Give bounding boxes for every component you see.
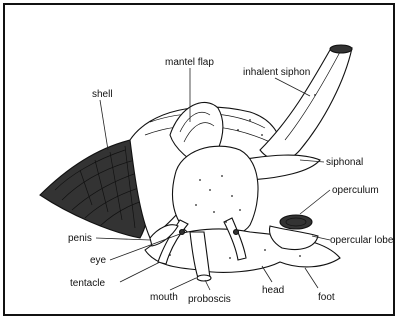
eye-dot	[180, 230, 185, 235]
label-eye: eye	[90, 255, 107, 266]
label-proboscis: proboscis	[188, 294, 231, 305]
label-inhalent-siphon: inhalent siphon	[243, 67, 310, 78]
label-shell: shell	[92, 89, 113, 100]
operculum-shape	[280, 215, 312, 229]
label-foot: foot	[318, 292, 335, 303]
label-operculum: operculum	[332, 185, 379, 196]
whelk-illustration	[40, 45, 352, 281]
label-penis: penis	[68, 233, 92, 244]
inhalent-siphon-shape	[260, 48, 352, 160]
label-opercular-lobe: opercular lobe	[330, 235, 394, 246]
label-siphonal: siphonal	[326, 157, 363, 168]
label-tentacle: tentacle	[70, 278, 105, 289]
label-mouth: mouth	[150, 292, 178, 303]
label-head: head	[262, 285, 284, 296]
label-mantel-flap: mantel flap	[165, 57, 214, 68]
